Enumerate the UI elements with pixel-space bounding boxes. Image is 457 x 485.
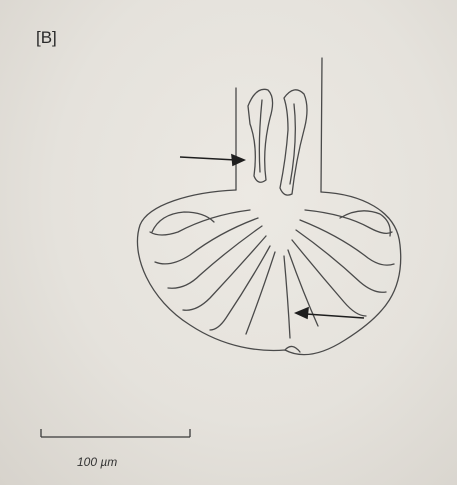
disc-outline bbox=[137, 190, 400, 355]
arrow-upper-shaft bbox=[180, 157, 236, 160]
stalk-right-edge bbox=[321, 58, 322, 192]
ray bbox=[246, 252, 275, 334]
arrow-upper-head bbox=[232, 155, 244, 165]
scale-bar bbox=[41, 429, 190, 437]
arrow-lower-head bbox=[296, 308, 308, 318]
ray bbox=[284, 256, 290, 338]
lobe-curl-right bbox=[340, 211, 390, 236]
appendage-right bbox=[280, 90, 307, 195]
appendage-left-inner bbox=[259, 100, 262, 172]
ray bbox=[183, 236, 266, 310]
scale-bar-label: 100 µm bbox=[77, 455, 117, 469]
